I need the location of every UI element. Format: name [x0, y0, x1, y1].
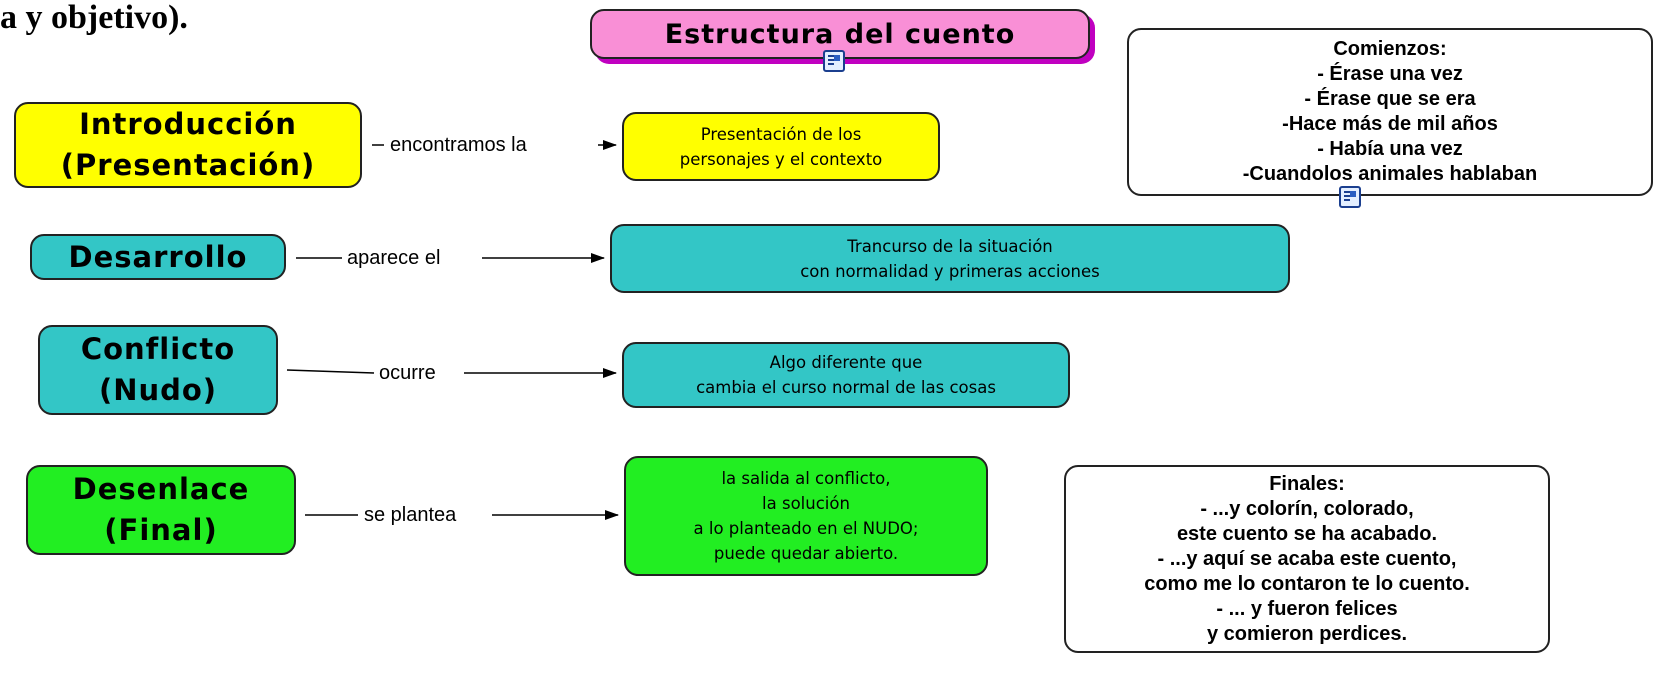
ending-target: la salida al conflicto, la solución a lo… — [624, 456, 988, 576]
intro-node-label: Introducción (Presentación) — [60, 107, 316, 182]
intro-target: Presentación de los personajes y el cont… — [622, 112, 940, 181]
link-label-intro: encontramos la — [386, 133, 531, 157]
endings-line: - ...y colorín, colorado, — [1200, 497, 1414, 520]
endings-line: este cuento se ha acabado. — [1176, 522, 1438, 545]
conflict-node: Conflicto (Nudo) — [38, 325, 278, 415]
beginnings-line: - Érase que se era — [1304, 88, 1476, 110]
endings-line: - ...y aquí se acaba este cuento, — [1157, 547, 1457, 570]
endings-line: como me lo contaron te lo cuento. — [1144, 572, 1470, 595]
ending-node-label: Desenlace (Final) — [72, 472, 250, 547]
document-icon[interactable] — [1339, 186, 1361, 208]
beginnings-line: -Cuandolos animales hablaban — [1242, 163, 1538, 185]
ending-target-text: la salida al conflicto, la solución a lo… — [693, 469, 919, 563]
ending-node: Desenlace (Final) — [26, 465, 296, 555]
page-caption: a y objetivo). — [0, 0, 188, 36]
beginnings-note: Comienzos: - Érase una vez - Érase que s… — [1127, 28, 1653, 196]
connector-line — [286, 369, 375, 374]
beginnings-line: - Había una vez — [1317, 138, 1463, 160]
conflict-target: Algo diferente que cambia el curso norma… — [622, 342, 1070, 408]
intro-node: Introducción (Presentación) — [14, 102, 362, 188]
map-title-text: Estructura del cuento — [664, 18, 1016, 50]
endings-line: - ... y fueron felices — [1216, 597, 1398, 620]
endings-line: y comieron perdices. — [1206, 622, 1408, 645]
conflict-node-label: Conflicto (Nudo) — [80, 332, 236, 407]
link-label-development: aparece el — [343, 246, 445, 270]
beginnings-line: -Hace más de mil años — [1282, 113, 1498, 135]
intro-target-text: Presentación de los personajes y el cont… — [679, 124, 883, 169]
conflict-target-text: Algo diferente que cambia el curso norma… — [696, 353, 996, 397]
map-title: Estructura del cuento — [590, 9, 1090, 59]
endings-heading: Finales: — [1269, 472, 1345, 495]
development-node: Desarrollo — [30, 234, 286, 280]
beginnings-heading: Comienzos: — [1333, 38, 1447, 60]
beginnings-line: - Érase una vez — [1317, 63, 1463, 85]
development-target: Trancurso de la situación con normalidad… — [610, 224, 1290, 293]
document-icon[interactable] — [823, 50, 845, 72]
link-label-ending: se plantea — [360, 503, 461, 527]
link-label-conflict: ocurre — [375, 361, 440, 385]
endings-note: Finales: - ...y colorín, colorado, este … — [1064, 465, 1550, 653]
development-target-text: Trancurso de la situación con normalidad… — [800, 236, 1100, 281]
development-node-label: Desarrollo — [68, 239, 248, 274]
